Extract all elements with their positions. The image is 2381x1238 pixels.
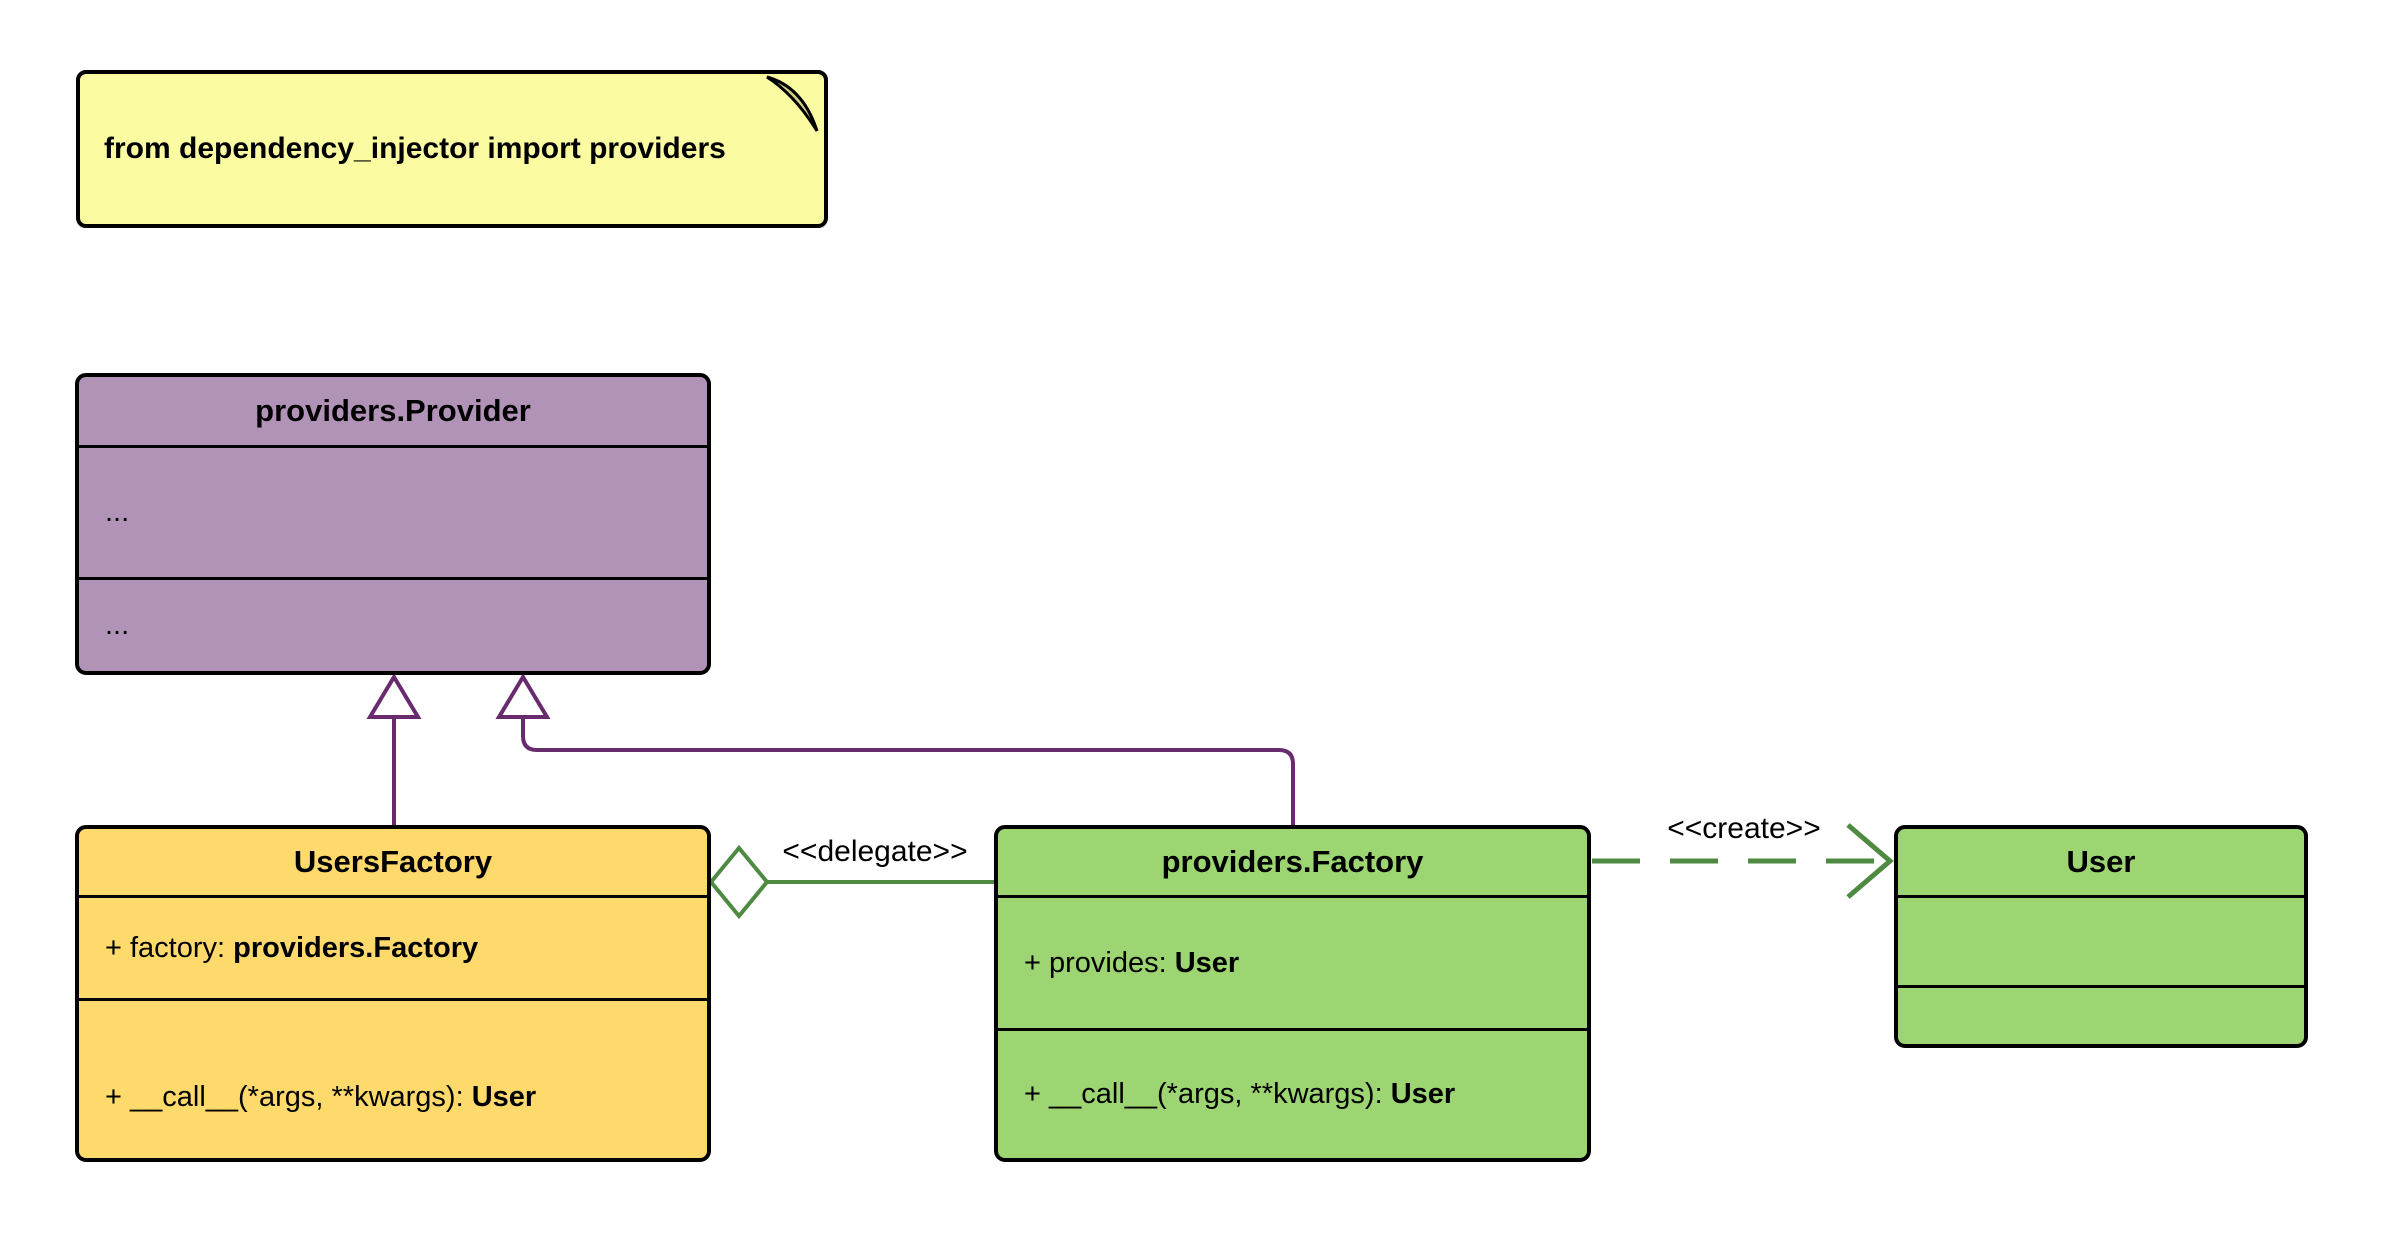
note-fold-icon	[766, 75, 819, 132]
method-text: + __call__(*args, **kwargs): User	[105, 1081, 536, 1114]
create-arrowhead	[1846, 823, 1894, 899]
attribute-prefix: + provides:	[1024, 946, 1175, 979]
class-providers-provider: providers.Provider ... ...	[75, 373, 711, 675]
attribute-text: + factory: providers.Factory	[105, 932, 478, 965]
method-prefix: + __call__(*args, **kwargs):	[105, 1081, 472, 1113]
attributes-section: ...	[79, 445, 707, 577]
methods-section: + __call__(*args, **kwargs): User	[998, 1028, 1587, 1158]
method-prefix: + __call__(*args, **kwargs):	[1024, 1078, 1391, 1110]
attribute-prefix: + factory:	[105, 931, 234, 964]
class-providers-factory: providers.Factory + provides: User + __c…	[994, 825, 1591, 1162]
inheritance-line-factory	[521, 715, 1295, 827]
methods-section: ...	[79, 577, 707, 671]
class-title: UsersFactory	[293, 844, 493, 879]
delegate-label: <<delegate>>	[782, 835, 968, 868]
delegate-diamond	[708, 844, 770, 920]
attribute-type: User	[1174, 946, 1240, 979]
class-title: providers.Provider	[255, 393, 531, 428]
method-placeholder: ...	[105, 609, 130, 641]
attributes-section	[1898, 895, 2304, 985]
class-user: User	[1894, 825, 2308, 1048]
class-users-factory: UsersFactory + factory: providers.Factor…	[75, 825, 711, 1162]
attribute-placeholder: ...	[105, 496, 130, 528]
class-title: User	[2066, 844, 2136, 879]
attributes-section: + provides: User	[998, 895, 1587, 1028]
note-text: from dependency_injector import provider…	[104, 132, 726, 165]
note: from dependency_injector import provider…	[76, 70, 828, 228]
class-title: providers.Factory	[1161, 844, 1424, 879]
inheritance-arrowhead-factory	[495, 673, 551, 719]
attribute-type: providers.Factory	[233, 931, 479, 964]
inheritance-arrowhead-usersfactory	[366, 673, 422, 719]
method-text: + __call__(*args, **kwargs): User	[1024, 1078, 1455, 1111]
attributes-section: + factory: providers.Factory	[79, 895, 707, 998]
method-return-type: User	[471, 1081, 537, 1113]
method-return-type: User	[1390, 1078, 1456, 1110]
attribute-text: + provides: User	[1024, 947, 1239, 980]
methods-section: + __call__(*args, **kwargs): User	[79, 998, 707, 1158]
methods-section	[1898, 985, 2304, 1044]
create-label: <<create>>	[1667, 812, 1821, 845]
